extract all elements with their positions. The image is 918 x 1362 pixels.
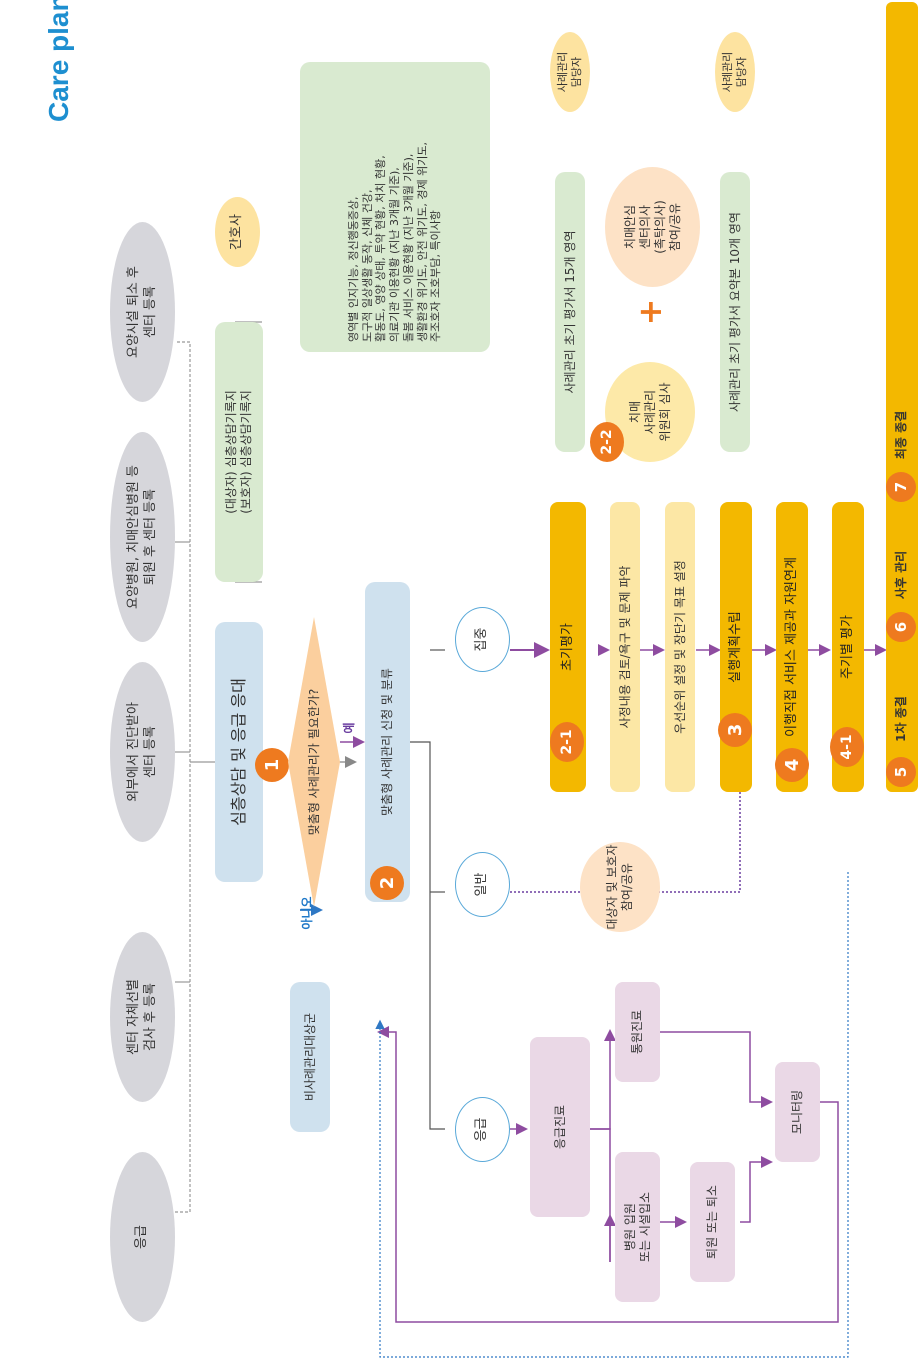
step-1-badge: 1 bbox=[255, 748, 289, 782]
hospital-admission: 병원 입원 또는 시설입소 bbox=[615, 1152, 660, 1302]
step-plan: 실행계획수립 bbox=[720, 502, 752, 792]
step-2-badge: 2 bbox=[370, 866, 404, 900]
source-self-screening: 센터 자체선별 검사 후 등록 bbox=[110, 932, 175, 1102]
discharge: 퇴원 또는 퇴소 bbox=[690, 1162, 735, 1282]
care-plan-title: Care plan bbox=[42, 0, 74, 122]
final-termination: 최종 종결 bbox=[893, 410, 908, 460]
source-hospital-discharge: 요양병원, 치매안심병원 등 퇴원 후 센터 등록 bbox=[110, 432, 175, 642]
assessment-15-box: 사례관리 초기 평가서 15개 영역 bbox=[555, 172, 585, 452]
classify-box: 맞춤형 사례관리 신청 및 분류 bbox=[365, 582, 410, 902]
plus-sign: + bbox=[631, 298, 669, 326]
source-external-diagnosis: 외부에서 진단받아 센터 등록 bbox=[110, 662, 175, 842]
yes-label: 예 bbox=[341, 722, 356, 734]
step-5-badge: 5 bbox=[886, 757, 916, 787]
manager-badge-1: 사례관리 담당자 bbox=[550, 32, 590, 112]
assessment-10-box: 사례관리 초기 평가서 요약본 10개 영역 bbox=[720, 172, 750, 452]
source-emergency: 응급 bbox=[110, 1152, 175, 1322]
no-label: 아니오 bbox=[299, 896, 314, 930]
counseling-records: (대상자) 심층상담기록지 (보호자) 심층상담기록지 bbox=[215, 322, 263, 582]
share-circle: 대상자 및 보호자 참여/공유 bbox=[580, 842, 660, 932]
step-4-badge: 4 bbox=[775, 748, 809, 782]
step-2-2-badge: 2-2 bbox=[590, 422, 624, 462]
termination-bar bbox=[886, 2, 918, 792]
step-goals: 우선순위 설정 및 장단기 목표 설정 bbox=[665, 502, 695, 792]
doctor-circle: 치매안심 센터의사 (촉탁의사) 참여/공유 bbox=[605, 167, 700, 287]
aftercare: 사후 관리 bbox=[893, 550, 908, 600]
emergency-care: 응급진료 bbox=[530, 1037, 590, 1217]
step-3-badge: 3 bbox=[718, 713, 752, 747]
outpatient-care: 통원진료 bbox=[615, 982, 660, 1082]
monitoring: 모니터링 bbox=[775, 1062, 820, 1162]
domains-note: 영역별 인지기능, 정신행동증상, 도구적 일상생활 동작, 신체 건강, 활동… bbox=[300, 62, 490, 352]
step-2-1-badge: 2-1 bbox=[550, 722, 584, 762]
branch-intensive: 집중 bbox=[455, 607, 510, 672]
nurse-badge: 간호사 bbox=[215, 197, 260, 267]
manager-badge-2: 사례관리 담당자 bbox=[715, 32, 755, 112]
source-facility-discharge: 요양시설 퇴소 후 센터 등록 bbox=[110, 222, 175, 402]
step-7-badge: 7 bbox=[886, 472, 916, 502]
non-target-box: 비사례관리대상군 bbox=[290, 982, 330, 1132]
branch-general: 일반 bbox=[455, 852, 510, 917]
branch-emergency: 응급 bbox=[455, 1097, 510, 1162]
first-termination: 1차 종결 bbox=[893, 696, 908, 742]
step-needs: 사정내용 검토/욕구 및 문제 파악 bbox=[610, 502, 640, 792]
step-6-badge: 6 bbox=[886, 612, 916, 642]
step-4-1-badge: 4-1 bbox=[830, 727, 864, 767]
intake-box: 심층상담 및 응급 응대 bbox=[215, 622, 263, 882]
